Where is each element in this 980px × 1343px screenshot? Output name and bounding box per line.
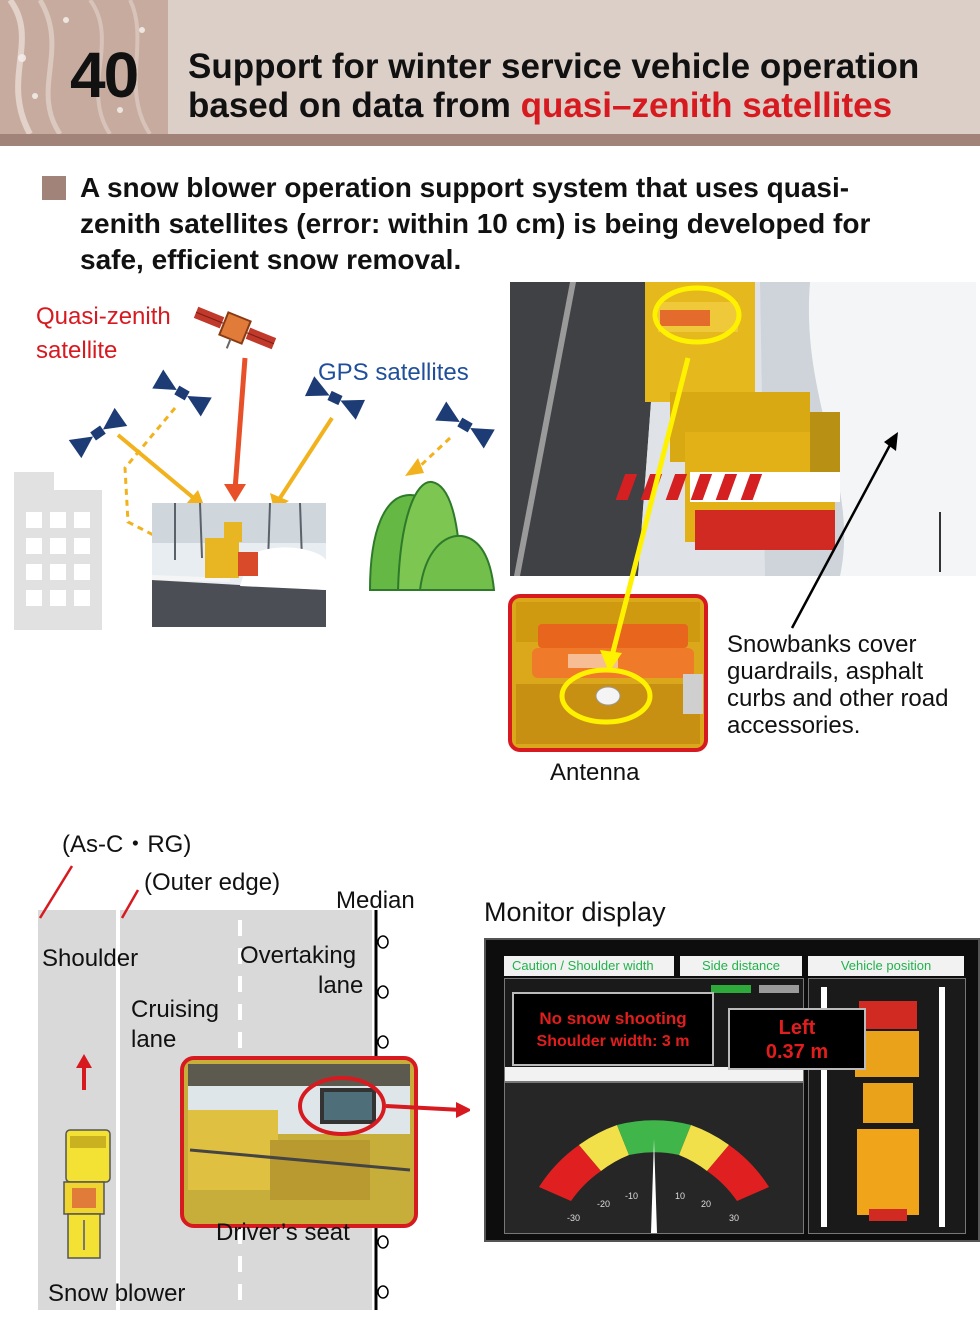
- gauge-tick-10: 10: [675, 1191, 686, 1201]
- bullet-square-icon: [42, 176, 66, 200]
- side-distance-value: 0.37 m: [765, 1041, 829, 1063]
- cruising-lane-label-line2: lane: [131, 1026, 177, 1053]
- quasi-zenith-satellite-icon: [193, 306, 277, 350]
- page-title-highlight: quasi–zenith satellites: [520, 86, 893, 125]
- antenna-closeup-circle: [559, 667, 653, 725]
- outer-edge-label: (Outer edge): [144, 869, 281, 896]
- median-label: Median: [336, 887, 415, 914]
- snowbank-note-line4: accessories.: [727, 712, 861, 739]
- tab-caution-shoulder-width[interactable]: Caution / Shoulder width: [504, 956, 674, 976]
- alert-line2: Shoulder width: 3 m: [536, 1033, 690, 1050]
- cruise-strip: [505, 1067, 803, 1081]
- lane-line-right: [939, 987, 945, 1227]
- cruising-lane-label-line1: Cruising: [131, 996, 220, 1023]
- gps-satellite-icons: [68, 369, 495, 459]
- monitor-display-title: Monitor display: [484, 897, 666, 927]
- antenna-closeup-photo: [508, 594, 708, 752]
- vehicle-blower-head-icon: [859, 1001, 917, 1029]
- monitor-screen: Caution / Shoulder width Side distance V…: [484, 938, 980, 1242]
- snow-blower-label: Snow blower: [48, 1280, 186, 1307]
- gnss-antenna-icon: [595, 686, 621, 706]
- side-direction: Left: [778, 1017, 816, 1039]
- vehicle-rear-icon: [869, 1209, 907, 1221]
- gauge-tick-neg10: -10: [625, 1191, 639, 1201]
- snow-blower-photo-small: [152, 502, 326, 627]
- gauge-tick-30: 30: [729, 1213, 740, 1223]
- side-distance-bar-green: [711, 985, 751, 993]
- gauge-panel: -30 -20 -10 10 20 30: [504, 1082, 804, 1234]
- lane-line-left: [821, 987, 827, 1227]
- antenna-highlight-circle: [652, 285, 742, 345]
- as-c-rg-label: (As-C・RG): [62, 831, 192, 858]
- qzs-label-line1: Quasi-zenith: [36, 303, 171, 330]
- drivers-seat-label: Driver’s seat: [216, 1219, 350, 1246]
- page-title-prefix: based on data from: [188, 86, 521, 125]
- mountain-icon: [368, 480, 496, 591]
- lead-line-1: A snow blower operation support system t…: [80, 172, 850, 203]
- steering-gauge: [539, 1120, 769, 1233]
- no-snow-shooting-alert: No snow shooting Shoulder width: 3 m: [512, 992, 714, 1066]
- section-number: 40: [70, 39, 139, 111]
- building-icon: [14, 472, 102, 630]
- overtaking-lane-label-line2: lane: [318, 972, 364, 999]
- side-distance-readout: Left 0.37 m: [728, 1008, 866, 1070]
- lead-line-3: safe, efficient snow removal.: [80, 244, 462, 275]
- snowbank-note: Snowbanks cover guardrails, asphalt curb…: [727, 631, 948, 739]
- tab-side-distance[interactable]: Side distance: [680, 956, 802, 976]
- vehicle-cab-icon: [863, 1083, 913, 1123]
- snowbank-note-line1: Snowbanks cover: [727, 631, 917, 658]
- snow-blower-top-view-icon: [63, 1054, 111, 1259]
- antenna-caption: Antenna: [550, 759, 640, 786]
- snowbank-note-line3: curbs and other road: [727, 685, 949, 712]
- alert-line1: No snow shooting: [539, 1009, 687, 1028]
- header-stripe: [0, 134, 980, 146]
- tab-vehicle-position[interactable]: Vehicle position: [808, 956, 964, 976]
- gauge-tick-neg20: -20: [597, 1199, 611, 1209]
- aerial-snow-blower-photo: [510, 282, 976, 576]
- gauge-tick-20: 20: [701, 1199, 712, 1209]
- satellite-positioning-diagram: [14, 306, 496, 630]
- snowflake-pattern-icon: [7, 0, 152, 134]
- road-cross-section-diagram: [38, 865, 470, 1310]
- page-title-line1: Support for winter service vehicle opera…: [188, 47, 920, 86]
- annotation-arrows: [600, 357, 898, 672]
- shoulder-label: Shoulder: [42, 945, 139, 972]
- vehicle-body-icon: [857, 1129, 919, 1215]
- gps-label: GPS satellites: [318, 359, 469, 386]
- drivers-seat-photo: [180, 1056, 418, 1228]
- overtaking-lane-label-line1: Overtaking: [240, 942, 357, 969]
- snowbank-note-line2: guardrails, asphalt: [727, 658, 924, 685]
- lead-line-2: zenith satellites (error: within 10 cm) …: [80, 208, 871, 239]
- header-decoration: [0, 0, 168, 134]
- monitor-highlight-circle: [298, 1076, 386, 1136]
- page-title-line2: based on data from quasi–zenith satellit…: [188, 86, 892, 126]
- side-distance-bar-grey: [759, 985, 799, 993]
- qzs-label-line2: satellite: [36, 337, 118, 364]
- gauge-tick-neg30: -30: [567, 1213, 581, 1223]
